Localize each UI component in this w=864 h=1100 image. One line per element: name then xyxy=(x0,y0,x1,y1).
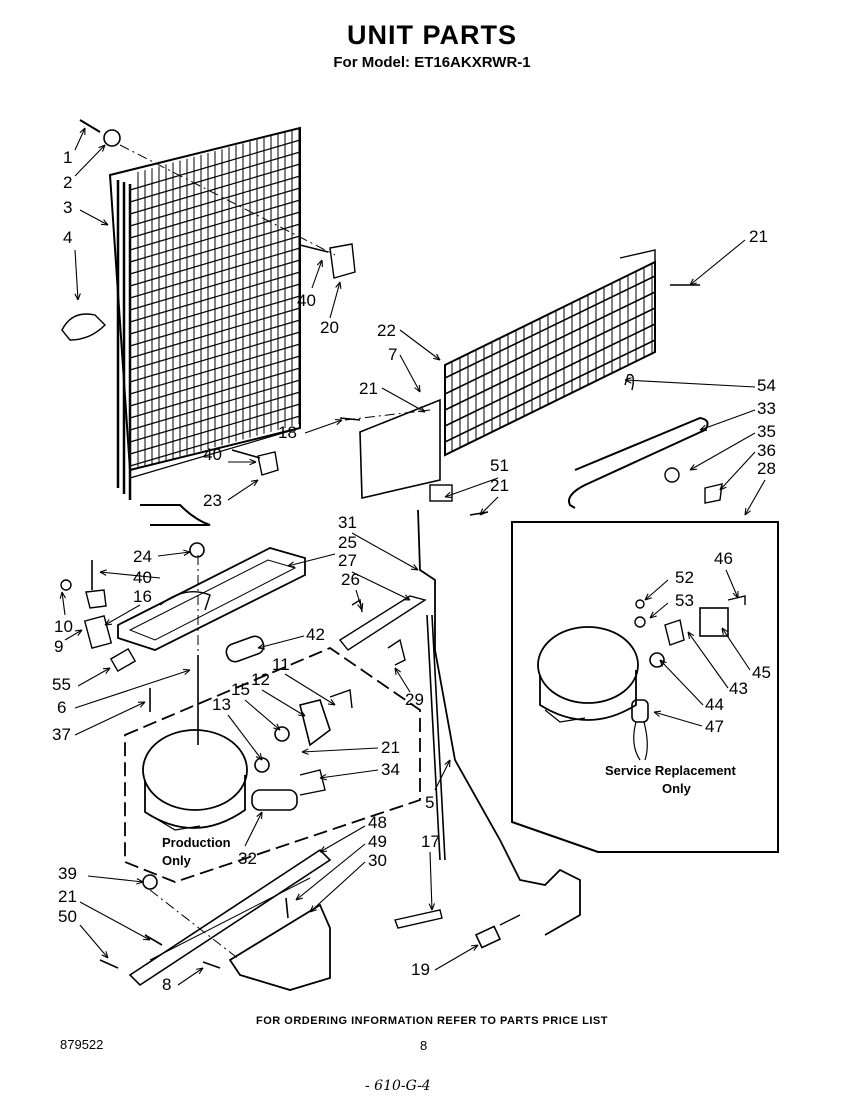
callout-35: 35 xyxy=(757,422,776,441)
callout-25: 25 xyxy=(338,533,357,552)
callout-53: 53 xyxy=(675,591,694,610)
callout-28: 28 xyxy=(757,459,776,478)
service-compressor xyxy=(537,626,639,723)
callout-9: 9 xyxy=(54,637,63,656)
production-compressor xyxy=(142,655,248,831)
service-note-line1: Service Replacement xyxy=(605,763,736,778)
callout-15: 15 xyxy=(231,680,250,699)
parts-diagram: 1 2 3 4 40 20 21 22 7 21 18 54 33 35 36 … xyxy=(52,119,779,994)
callout-8: 8 xyxy=(162,975,171,994)
callout-31: 31 xyxy=(338,513,357,532)
callout-37: 37 xyxy=(52,725,71,744)
defrost-heater xyxy=(568,416,709,509)
callout-21: 21 xyxy=(58,887,77,906)
callout-24: 24 xyxy=(133,547,152,566)
relay xyxy=(299,699,331,747)
callout-3: 3 xyxy=(63,198,72,217)
document-number: 879522 xyxy=(60,1037,104,1052)
callout-labels: 1 2 3 4 40 20 21 22 7 21 18 54 33 35 36 … xyxy=(52,148,776,994)
production-note-line1: Production xyxy=(162,835,231,850)
callout-34: 34 xyxy=(381,760,400,779)
callout-40: 40 xyxy=(297,291,316,310)
page-number: 8 xyxy=(420,1038,428,1053)
callout-22: 22 xyxy=(377,321,396,340)
callout-49: 49 xyxy=(368,832,387,851)
callout-54: 54 xyxy=(757,376,776,395)
model-subtitle: For Model: ET16AKXRWR-1 xyxy=(333,54,531,71)
callout-45: 45 xyxy=(752,663,771,682)
callout-5: 5 xyxy=(425,793,434,812)
service-replacement-box xyxy=(511,521,779,853)
ordering-info: FOR ORDERING INFORMATION REFER TO PARTS … xyxy=(256,1015,608,1027)
callout-39: 39 xyxy=(58,864,77,883)
callout-21: 21 xyxy=(381,738,400,757)
callout-33: 33 xyxy=(757,399,776,418)
callout-44: 44 xyxy=(705,695,724,714)
production-note-line2: Only xyxy=(162,853,192,868)
callout-2: 2 xyxy=(63,173,72,192)
callout-13: 13 xyxy=(212,695,231,714)
callout-7: 7 xyxy=(388,345,397,364)
callout-21: 21 xyxy=(490,476,509,495)
callout-16: 16 xyxy=(133,587,152,606)
handwritten-note: - 610-G-4 xyxy=(365,1078,431,1094)
callout-40: 40 xyxy=(133,568,152,587)
callout-11: 11 xyxy=(272,655,290,674)
callout-27: 27 xyxy=(338,551,357,570)
callout-29: 29 xyxy=(405,690,424,709)
callout-1: 1 xyxy=(63,148,72,167)
mounting-base xyxy=(128,848,332,991)
callout-40: 40 xyxy=(203,445,222,464)
callout-48: 48 xyxy=(368,813,387,832)
callout-20: 20 xyxy=(320,318,339,337)
callout-4: 4 xyxy=(63,228,72,247)
callout-32: 32 xyxy=(238,849,257,868)
callout-21: 21 xyxy=(359,379,378,398)
callout-26: 26 xyxy=(341,570,360,589)
page-title: UNIT PARTS xyxy=(347,20,517,50)
service-note-line2: Only xyxy=(662,781,692,796)
callout-51: 51 xyxy=(490,456,509,475)
callout-50: 50 xyxy=(58,907,77,926)
callout-43: 43 xyxy=(729,679,748,698)
drain-pan xyxy=(117,547,306,651)
callout-10: 10 xyxy=(54,617,73,636)
callout-17: 17 xyxy=(421,832,440,851)
callout-42: 42 xyxy=(306,625,325,644)
callout-55: 55 xyxy=(52,675,71,694)
capacitor xyxy=(251,789,298,811)
callout-6: 6 xyxy=(57,698,66,717)
filter-drier xyxy=(225,635,265,663)
callout-30: 30 xyxy=(368,851,387,870)
production-only-boundary xyxy=(124,646,421,883)
callout-46: 46 xyxy=(714,549,733,568)
evaporator-coil xyxy=(359,249,656,499)
callout-47: 47 xyxy=(705,717,724,736)
callout-52: 52 xyxy=(675,568,694,587)
callout-18: 18 xyxy=(278,423,297,442)
callout-36: 36 xyxy=(757,441,776,460)
relay-assembly xyxy=(699,607,729,637)
callout-19: 19 xyxy=(411,960,430,979)
callout-12: 12 xyxy=(251,670,270,689)
callout-23: 23 xyxy=(203,491,222,510)
callout-21: 21 xyxy=(749,227,768,246)
condenser-coil xyxy=(108,126,301,526)
suction-line xyxy=(417,509,581,936)
